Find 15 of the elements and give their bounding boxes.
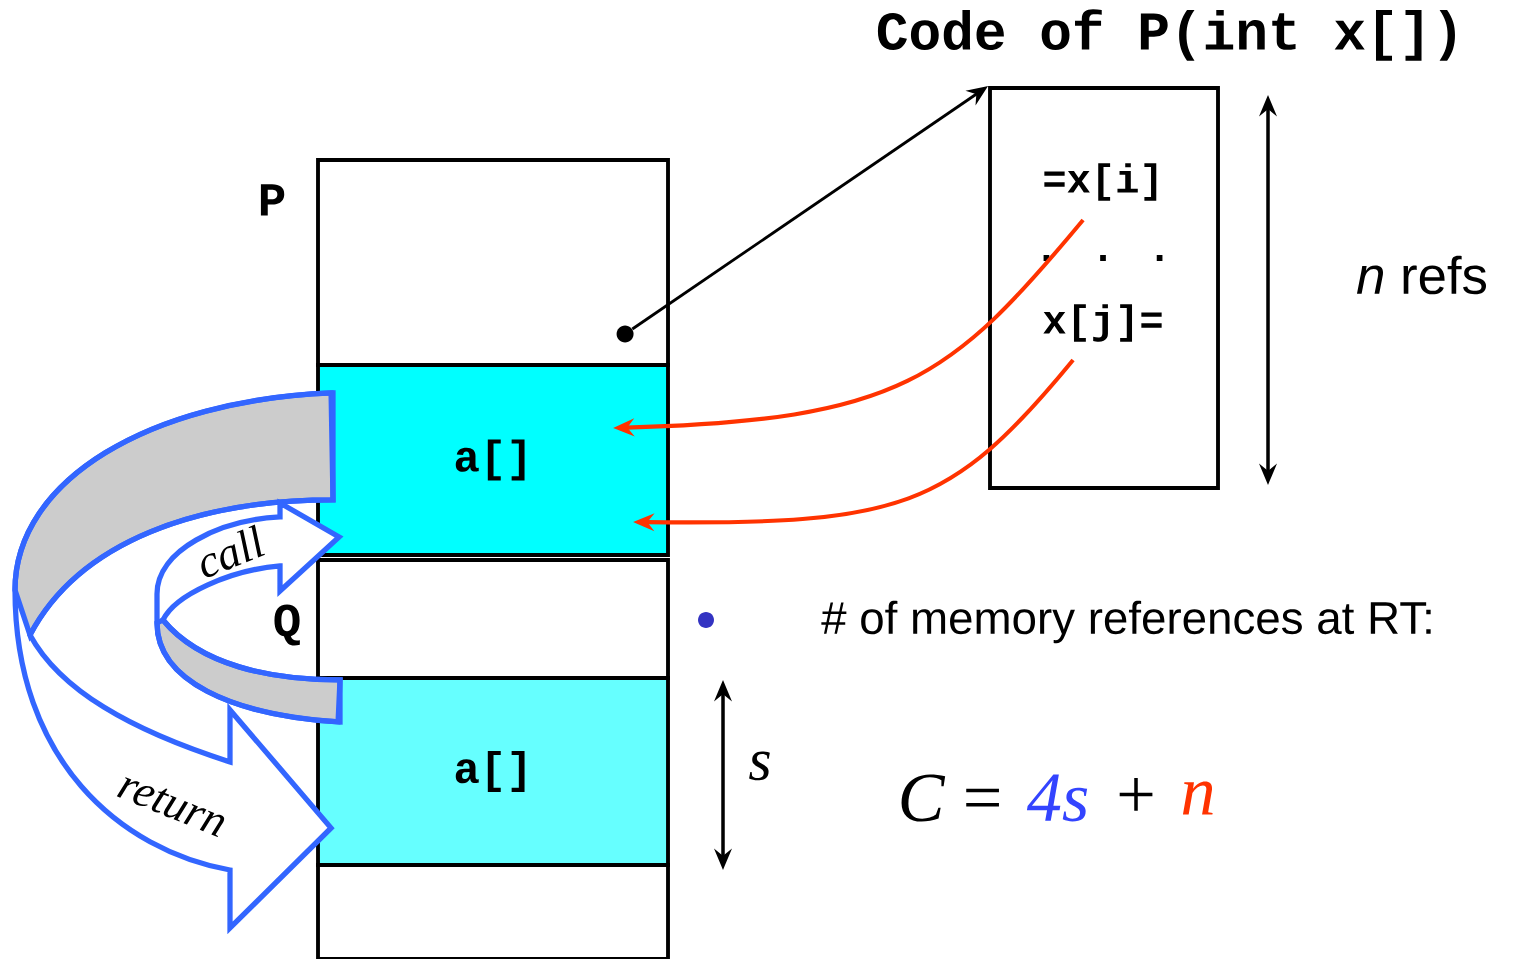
frame-label: P [260, 184, 285, 216]
dimension-label: s [749, 751, 770, 781]
formula-term: + [1119, 778, 1153, 811]
bullet-text: # of memory references at RT: [821, 600, 1431, 644]
formula-term: n [1182, 781, 1213, 815]
code-line: x[j]= [1043, 304, 1162, 342]
dimension-label: n refs [1356, 255, 1486, 295]
code-line: =x[i] [1044, 163, 1157, 201]
code-title: Code of P(int x[]) [877, 9, 1455, 61]
stack-frame [316, 863, 670, 959]
pointer-dot [616, 325, 634, 343]
array-frame: a[] [316, 676, 670, 867]
array-frame: a[] [316, 363, 670, 557]
formula-term: 4s [1026, 774, 1088, 822]
formula-term: C = [901, 774, 999, 822]
